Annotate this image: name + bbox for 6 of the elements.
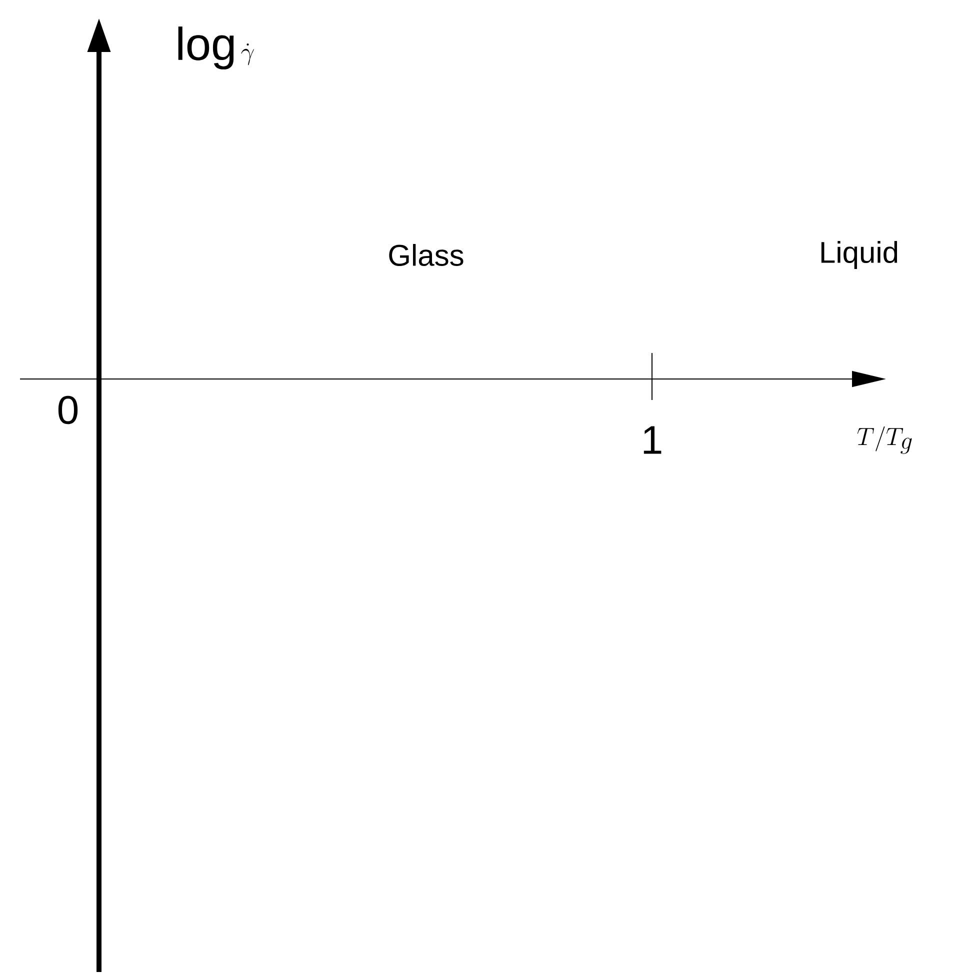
region-label: Liquid — [821, 241, 898, 269]
tick-label: 1 — [644, 426, 662, 454]
axis-label: $\log \dot{\gamma}$ — [178, 26, 254, 70]
region-label: Glass — [389, 244, 464, 266]
axis-label: $T/T_{g}$ — [857, 426, 912, 454]
tick-label: 0 — [58, 396, 78, 424]
